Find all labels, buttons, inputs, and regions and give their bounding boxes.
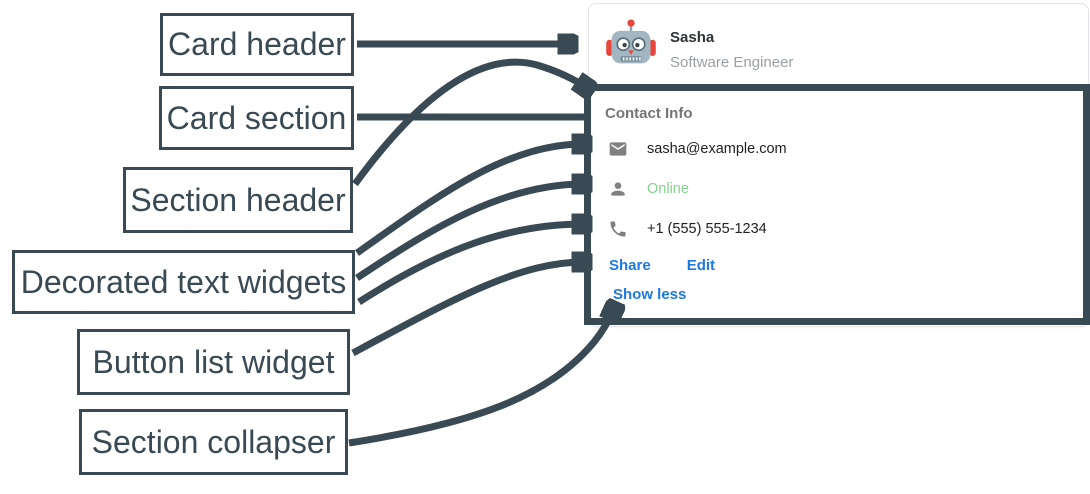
- phone-icon: [610, 221, 626, 237]
- arrow-decorated-online: [355, 184, 584, 281]
- robot-avatar-icon: [606, 19, 656, 64]
- phone-text: +1 (555) 555-1234: [647, 221, 767, 237]
- arrow-decorated-phone: [357, 224, 584, 305]
- profile-card: Sasha Software Engineer Contact Info sas…: [588, 3, 1089, 327]
- share-button[interactable]: Share: [609, 257, 651, 274]
- label-card-header: Card header: [160, 13, 354, 76]
- decorated-text-row: Online: [608, 177, 689, 201]
- show-less-link[interactable]: Show less: [613, 286, 687, 303]
- section-header-text: Contact Info: [605, 105, 693, 122]
- profile-title: Software Engineer: [670, 54, 794, 71]
- label-section-header: Section header: [123, 167, 353, 233]
- button-list: Share Edit: [609, 257, 715, 274]
- decorated-text-row: sasha@example.com: [608, 137, 787, 161]
- arrow-section-collapser: [348, 309, 614, 447]
- decorated-text-row: +1 (555) 555-1234: [608, 217, 767, 241]
- label-button-list-widget: Button list widget: [77, 329, 350, 395]
- edit-button[interactable]: Edit: [686, 257, 716, 274]
- status-text: Online: [647, 181, 689, 197]
- email-text: sasha@example.com: [647, 141, 787, 157]
- profile-name: Sasha: [670, 29, 715, 46]
- label-section-collapser: Section collapser: [79, 409, 348, 475]
- arrow-button-list: [351, 262, 584, 357]
- arrow-section-header: [352, 58, 587, 187]
- label-decorated-text-widgets: Decorated text widgets: [12, 250, 355, 314]
- arrow-decorated-email: [354, 144, 584, 256]
- card-section-outline: [584, 84, 1090, 325]
- label-card-section: Card section: [159, 86, 354, 150]
- person-icon: [611, 182, 625, 196]
- email-icon: [609, 142, 627, 156]
